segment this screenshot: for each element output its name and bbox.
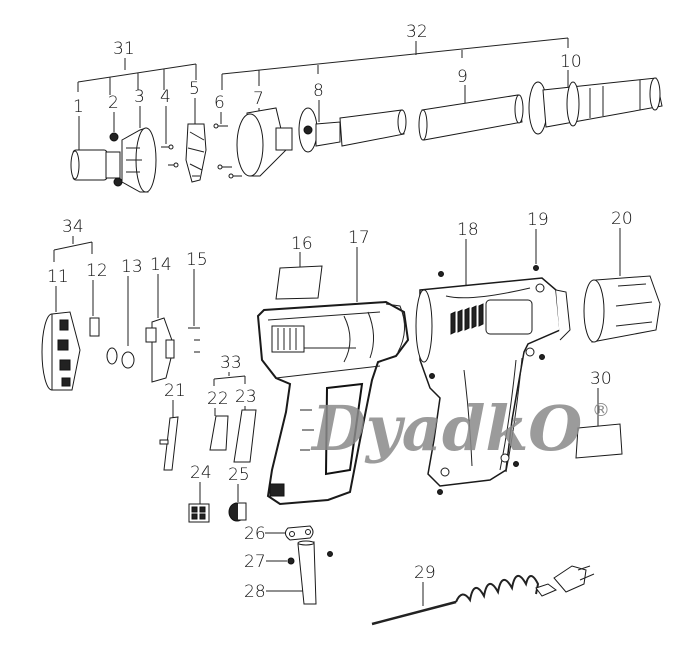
watermark: DyadkO ® <box>310 392 610 465</box>
group-label-31: 31 <box>113 39 135 59</box>
group-33: 33 <box>213 353 246 386</box>
part-27-screw: 27 <box>244 551 333 572</box>
group-31: 31 <box>77 39 197 95</box>
part-7-fan-housing: 7 <box>236 89 293 177</box>
part-label-23: 23 <box>235 387 257 407</box>
part-label-30: 30 <box>590 369 612 389</box>
part-21-switch: 21 <box>159 381 186 471</box>
group-34: 34 <box>53 217 93 262</box>
part-label-15: 15 <box>186 250 208 270</box>
part-label-17: 17 <box>348 228 370 248</box>
part-6-screw: 6 <box>213 93 242 179</box>
part-8-element-holder: 8 <box>298 81 407 153</box>
part-14-control-board: 14 <box>145 255 175 383</box>
group-label-33: 33 <box>220 353 242 373</box>
part-label-27: 27 <box>244 552 266 572</box>
part-label-19: 19 <box>527 210 549 230</box>
part-4-screw: 4 <box>160 87 179 168</box>
part-label-9: 9 <box>457 67 468 87</box>
part-2-nut: 2 <box>108 93 123 187</box>
part-19-screw: 19 <box>527 210 549 271</box>
part-25-knob: 25 <box>228 465 250 522</box>
part-22-label-plate: 22 <box>207 389 229 451</box>
part-1-motor: 1 <box>70 97 121 181</box>
part-label-13: 13 <box>121 257 143 277</box>
watermark-text: DyadkO <box>310 392 582 465</box>
part-label-26: 26 <box>244 524 266 544</box>
part-20-nozzle-cover: 20 <box>583 209 661 343</box>
part-label-25: 25 <box>228 465 250 485</box>
part-11-element-coil: 11 <box>41 267 81 391</box>
part-label-29: 29 <box>414 563 436 583</box>
part-3-bracket: 3 <box>121 87 157 193</box>
part-label-7: 7 <box>253 89 264 109</box>
part-label-11: 11 <box>47 267 69 287</box>
part-label-5: 5 <box>189 79 200 99</box>
part-23-label-strip: 23 <box>233 387 257 463</box>
part-29-power-cord: 29 <box>371 563 595 626</box>
part-label-3: 3 <box>134 87 145 107</box>
part-label-12: 12 <box>86 261 108 281</box>
part-label-8: 8 <box>313 81 324 101</box>
part-label-6: 6 <box>214 93 225 113</box>
part-label-24: 24 <box>190 463 212 483</box>
part-label-21: 21 <box>164 381 186 401</box>
part-28-cable-sleeve: 28 <box>244 540 317 605</box>
registered-mark: ® <box>592 400 610 421</box>
group-32: 32 <box>221 22 569 90</box>
part-15-screw: 15 <box>186 250 208 353</box>
part-label-4: 4 <box>160 87 171 107</box>
part-18-right-housing: 18 <box>415 220 571 495</box>
part-13-clip: 13 <box>106 257 143 369</box>
group-label-34: 34 <box>62 217 84 237</box>
part-9-heating-element: 9 <box>418 67 524 141</box>
part-label-10: 10 <box>560 52 582 72</box>
part-5-fan: 5 <box>185 79 207 183</box>
part-label-20: 20 <box>611 209 633 229</box>
part-label-14: 14 <box>150 255 172 275</box>
part-label-28: 28 <box>244 582 266 602</box>
part-17-left-housing: 17 <box>256 228 410 506</box>
part-label-18: 18 <box>457 220 479 240</box>
part-label-2: 2 <box>108 93 119 113</box>
group-label-32: 32 <box>406 22 428 42</box>
part-label-16: 16 <box>291 234 313 254</box>
part-26-bracket-plate: 26 <box>244 524 314 544</box>
part-24-button-block: 24 <box>188 463 212 523</box>
part-16-nameplate: 16 <box>275 234 323 300</box>
part-label-1: 1 <box>73 97 84 117</box>
part-30-label: 30 <box>575 369 623 459</box>
part-10-nozzle-tube: 10 <box>528 52 663 135</box>
part-label-22: 22 <box>207 389 229 409</box>
part-12-thermal-fuse: 12 <box>86 261 108 337</box>
